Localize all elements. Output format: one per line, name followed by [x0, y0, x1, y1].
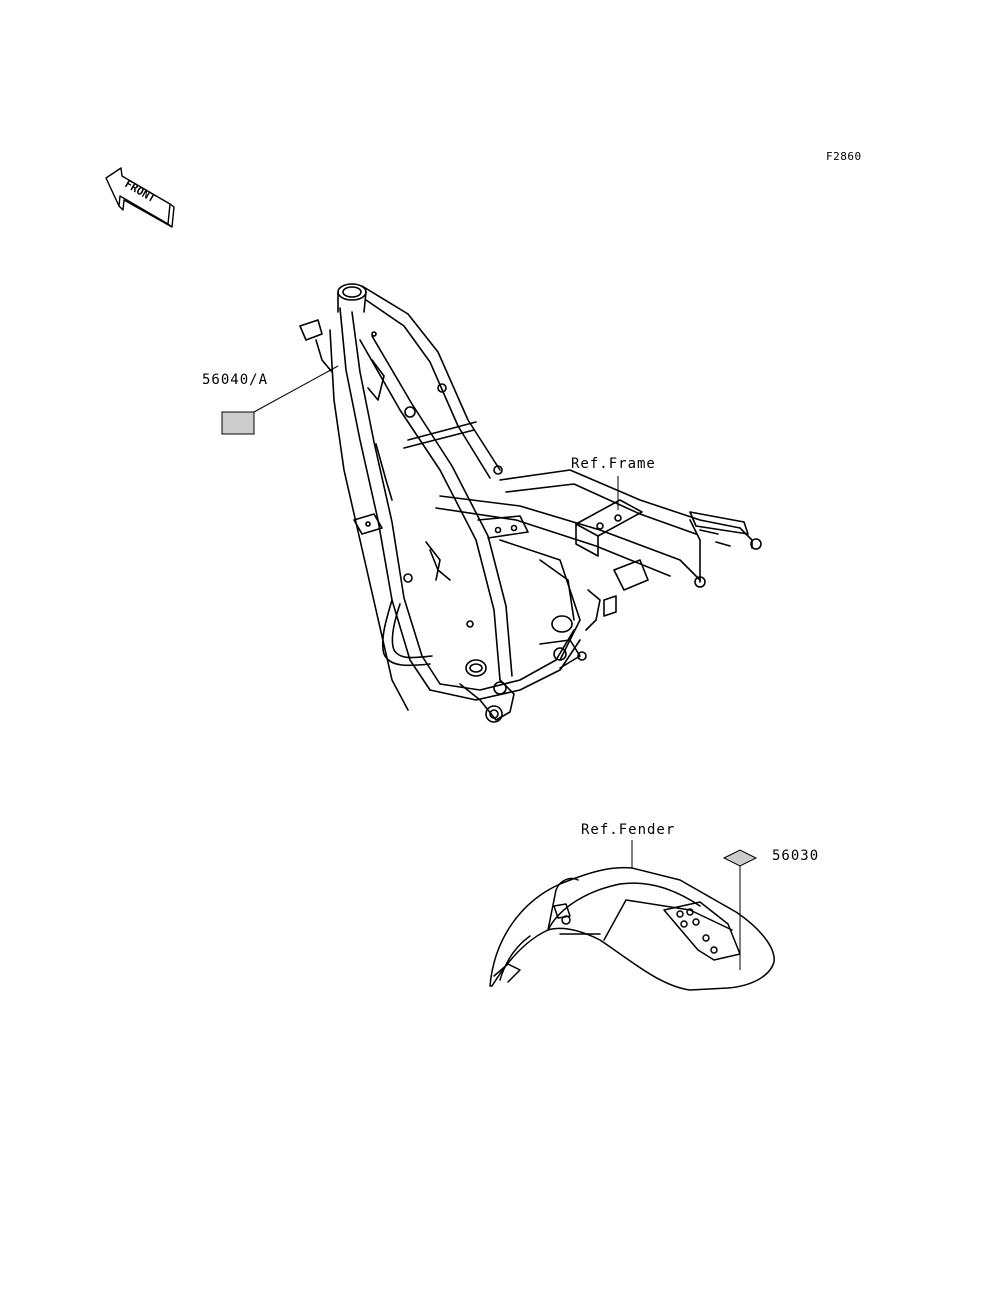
callout-ref-fender: Ref.Fender	[581, 822, 676, 838]
callout-ref-frame: Ref.Frame	[571, 456, 656, 472]
decal-56040	[221, 365, 339, 435]
callout-56040: 56040/A	[202, 372, 269, 388]
callout-56030: 56030	[772, 848, 820, 864]
figure-id: F2860	[826, 150, 862, 163]
decal-56030	[722, 849, 758, 970]
front-arrow-icon: FRONT	[105, 167, 175, 228]
frame-drawing	[299, 283, 762, 723]
fender-drawing	[489, 866, 775, 991]
